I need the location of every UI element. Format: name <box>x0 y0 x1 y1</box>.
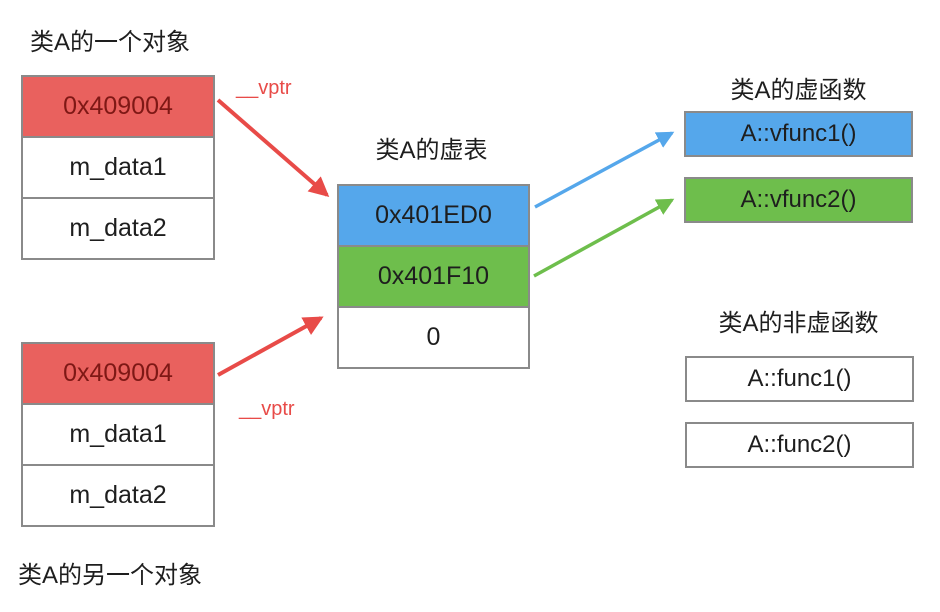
object1-mdata2-cell: m_data2 <box>23 197 213 258</box>
vtable-to-vfunc1-arrow <box>534 131 675 209</box>
object2-title: 类A的另一个对象 <box>18 562 203 589</box>
vfunc1-box: A::vfunc1() <box>684 111 913 157</box>
vfunc2-box: A::vfunc2() <box>684 177 913 223</box>
object1-title: 类A的一个对象 <box>30 29 191 56</box>
func2-box: A::func2() <box>685 422 914 468</box>
nonvirtual-functions-title: 类A的非虚函数 <box>718 310 879 337</box>
object1-mdata1-cell: m_data1 <box>23 136 213 197</box>
vtable-to-vfunc2-arrow <box>533 198 675 278</box>
vtable-slot-vfunc2: 0x401F10 <box>339 245 528 306</box>
vtable-slot-end: 0 <box>339 306 528 367</box>
vptr-arrow-object2 <box>217 316 324 377</box>
vtable-table: 0x401ED0 0x401F10 0 <box>337 184 530 369</box>
vptr-arrow-object1 <box>216 98 330 197</box>
vptr-label-object1: __vptr <box>236 77 292 99</box>
func1-box: A::func1() <box>685 356 914 402</box>
object2-mdata1-cell: m_data1 <box>23 403 213 464</box>
vtable-title: 类A的虚表 <box>375 137 488 164</box>
object1-vptr-cell: 0x409004 <box>23 77 213 136</box>
object2-mdata2-cell: m_data2 <box>23 464 213 525</box>
virtual-functions-title: 类A的虚函数 <box>730 77 867 104</box>
object2-vptr-cell: 0x409004 <box>23 344 213 403</box>
object2-table: 0x409004 m_data1 m_data2 <box>21 342 215 527</box>
object1-table: 0x409004 m_data1 m_data2 <box>21 75 215 260</box>
vtable-slot-vfunc1: 0x401ED0 <box>339 186 528 245</box>
vptr-label-object2: __vptr <box>239 398 295 420</box>
